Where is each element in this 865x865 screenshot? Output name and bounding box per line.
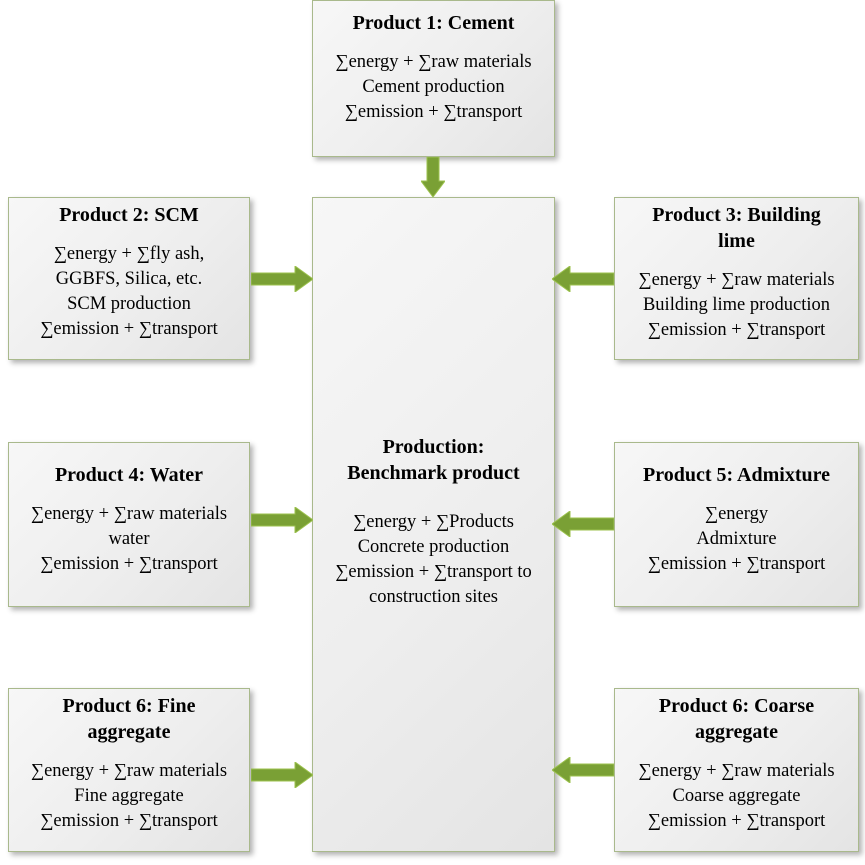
arrow-down-cement-icon (421, 157, 445, 197)
production-benchmark-box: Production: Benchmark product ∑energy + … (312, 197, 555, 852)
product-1-line-2: Cement production (362, 77, 505, 97)
product-6-fine-line-1: ∑energy + ∑raw materials (30, 761, 228, 781)
product-6-coarse-title-line-2: aggregate (695, 721, 778, 743)
product-3-building-lime-box: Product 3: Building lime ∑energy + ∑raw … (614, 197, 859, 360)
product-6-fine-aggregate-box: Product 6: Fine aggregate ∑energy + ∑raw… (8, 688, 250, 852)
product-6-fine-title-line-2: aggregate (87, 721, 171, 743)
product-4-title: Product 4: Water (54, 464, 204, 486)
product-6-fine-line-3: ∑emission + ∑transport (40, 811, 218, 831)
product-3-title-line-1: Product 3: Building (652, 204, 821, 226)
product-4-water-box: Product 4: Water ∑energy + ∑raw material… (8, 442, 250, 607)
product-2-scm-box: Product 2: SCM ∑energy + ∑fly ash, GGBFS… (8, 197, 250, 360)
production-title-line-1: Production: (382, 436, 485, 458)
product-3-line-2: Building lime production (642, 295, 831, 315)
product-2-line-1: ∑energy + ∑fly ash, (53, 244, 205, 264)
product-3-title-line-2: lime (718, 230, 755, 252)
production-line-1: ∑energy + ∑Products (353, 512, 514, 532)
production-line-3: ∑emission + ∑transport to (335, 562, 532, 582)
product-6-coarse-aggregate-box: Product 6: Coarse aggregate ∑energy + ∑r… (614, 688, 859, 852)
product-1-line-3: ∑emission + ∑transport (344, 102, 523, 122)
product-1-line-1: ∑energy + ∑raw materials (335, 52, 532, 72)
product-2-title: Product 2: SCM (59, 204, 199, 226)
product-1-title: Product 1: Cement (352, 12, 515, 34)
production-line-4: construction sites (369, 587, 498, 607)
product-5-title: Product 5: Admixture (642, 464, 831, 486)
product-2-line-3: SCM production (67, 294, 191, 314)
product-5-line-1: ∑energy (704, 504, 769, 524)
product-6-fine-line-2: Fine aggregate (74, 786, 184, 806)
product-5-line-2: Admixture (696, 529, 777, 549)
product-6-coarse-line-1: ∑energy + ∑raw materials (638, 761, 835, 781)
product-6-coarse-title-line-1: Product 6: Coarse (658, 695, 815, 717)
product-3-line-1: ∑energy + ∑raw materials (638, 270, 835, 290)
product-2-line-4: ∑emission + ∑transport (40, 319, 218, 339)
arrow-right-water-icon (251, 507, 313, 533)
product-3-title: Product 3: Building lime (615, 202, 858, 254)
production-title-line-2: Benchmark product (347, 462, 520, 484)
arrow-left-building-lime-icon (552, 266, 614, 292)
product-6-coarse-line-3: ∑emission + ∑transport (647, 811, 826, 831)
arrow-right-scm-icon (251, 266, 313, 292)
product-1-cement-box: Product 1: Cement ∑energy + ∑raw materia… (312, 0, 555, 157)
product-3-line-3: ∑emission + ∑transport (647, 320, 826, 340)
product-5-line-3: ∑emission + ∑transport (647, 554, 826, 574)
product-6-fine-title: Product 6: Fine aggregate (9, 693, 249, 745)
product-4-line-1: ∑energy + ∑raw materials (30, 504, 228, 524)
product-4-line-2: water (108, 529, 150, 549)
product-2-line-2: GGBFS, Silica, etc. (55, 269, 203, 289)
production-line-2: Concrete production (357, 537, 510, 557)
arrow-right-fine-aggregate-icon (251, 762, 313, 788)
arrow-left-admixture-icon (552, 511, 614, 537)
product-5-admixture-box: Product 5: Admixture ∑energy Admixture ∑… (614, 442, 859, 607)
product-4-line-3: ∑emission + ∑transport (40, 554, 218, 574)
product-6-coarse-line-2: Coarse aggregate (672, 786, 801, 806)
production-title: Production: Benchmark product (313, 434, 554, 486)
product-6-fine-title-line-1: Product 6: Fine (62, 695, 196, 717)
product-6-coarse-title: Product 6: Coarse aggregate (615, 693, 858, 745)
arrow-left-coarse-aggregate-icon (552, 757, 614, 783)
